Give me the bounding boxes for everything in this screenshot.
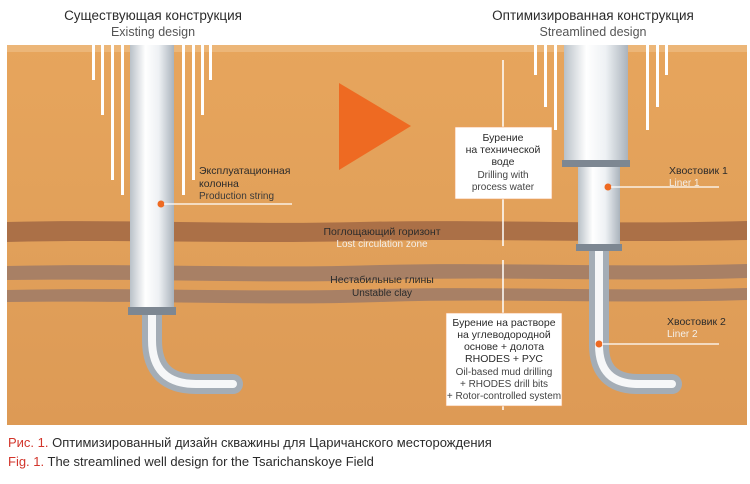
unstable-clay-label-ru: Нестабильные глины — [330, 274, 434, 286]
streamlined-design-title-en: Streamlined design — [539, 25, 647, 39]
liner2-label-ru: Хвостовик 2 — [667, 316, 726, 328]
water-box-ru-2: на технической — [466, 144, 541, 156]
existing-design-title-ru: Существующая конструкция — [64, 8, 242, 23]
unstable-clay-layer-upper — [7, 264, 747, 282]
casing-line — [554, 45, 557, 130]
string-coupling — [128, 307, 176, 315]
liner1-label-en: Liner 1 — [669, 178, 700, 189]
oil-box-en-3: + Rotor-controlled system — [447, 391, 561, 402]
unstable-clay-label-en: Unstable clay — [352, 288, 412, 299]
lost-zone-label-en: Lost circulation zone — [336, 239, 428, 250]
streamlined-design-title: Оптимизированная конструкция Streamlined… — [463, 8, 723, 40]
existing-well — [92, 45, 292, 394]
oil-box-ru-4: RHODES + РУС — [465, 353, 543, 365]
casing-coupling — [562, 160, 630, 167]
casing-line — [656, 45, 659, 107]
top-casing-pipe — [564, 45, 628, 162]
production-string-label-en: Production string — [199, 191, 274, 202]
oil-box-ru-2: на углеводородной — [457, 329, 551, 341]
liner1-coupling — [576, 244, 622, 251]
liner1-label-ru: Хвостовик 1 — [669, 165, 728, 177]
oil-box-ru-3: основе + долота — [464, 341, 544, 353]
casing-line — [121, 45, 124, 195]
oil-box-en-1: Oil-based mud drilling — [456, 367, 553, 378]
caption-en-label: Fig. 1. — [8, 454, 45, 469]
lost-circulation-zone-layer — [7, 221, 747, 242]
casing-line — [101, 45, 104, 115]
water-box-ru-3: воде — [491, 156, 514, 168]
existing-design-title-en: Existing design — [110, 25, 196, 39]
lost-zone-label-ru: Поглощающий горизонт — [324, 226, 441, 238]
casing-line — [544, 45, 547, 107]
oil-box-en-2: + RHODES drill bits — [460, 379, 548, 390]
caption-ru-text: Оптимизированный дизайн скважины для Цар… — [52, 435, 492, 450]
liner1-marker — [604, 183, 612, 191]
ground-surface — [7, 45, 747, 52]
casing-line — [192, 45, 195, 180]
production-string-label-ru-2: колонна — [199, 178, 239, 190]
oil-drilling-box: Бурение на растворе на углеводородной ос… — [445, 312, 563, 407]
oil-box-ru-1: Бурение на растворе — [452, 317, 555, 329]
water-drilling-box-bg — [454, 126, 553, 200]
existing-tail-pipe-highlight — [148, 301, 237, 388]
liner2-marker — [595, 340, 603, 348]
caption-en: Fig. 1. The streamlined well design for … — [8, 453, 374, 470]
production-string-marker — [157, 200, 165, 208]
water-box-en-2: process water — [472, 182, 535, 193]
casing-line — [665, 45, 668, 75]
water-drilling-box: Бурение на технической воде Drilling wit… — [454, 126, 553, 200]
water-box-ru-1: Бурение — [483, 132, 524, 144]
caption-ru-label: Рис. 1. — [8, 435, 49, 450]
liner2-label-en: Liner 2 — [667, 329, 698, 340]
caption-en-text: The streamlined well design for the Tsar… — [47, 454, 374, 469]
casing-line — [534, 45, 537, 75]
liner1-pipe — [578, 164, 620, 248]
casing-line — [182, 45, 185, 195]
casing-line — [92, 45, 95, 80]
production-string-pipe — [130, 45, 174, 309]
casing-line — [201, 45, 204, 115]
production-string-label-ru-1: Эксплуатационная — [199, 165, 290, 177]
casing-line — [111, 45, 114, 180]
water-box-en-1: Drilling with — [477, 170, 528, 181]
existing-design-title: Существующая конструкция Existing design — [23, 8, 283, 40]
casing-line — [646, 45, 649, 130]
caption-ru: Рис. 1. Оптимизированный дизайн скважины… — [8, 434, 492, 451]
streamlined-design-title-ru: Оптимизированная конструкция — [492, 8, 694, 23]
casing-line — [209, 45, 212, 80]
well-design-diagram: Эксплуатационная колонна Production stri… — [7, 45, 747, 425]
unstable-clay-layer-lower — [7, 288, 747, 304]
oil-drilling-box-bg — [445, 312, 563, 407]
streamlined-well — [534, 45, 719, 394]
transition-arrow — [339, 83, 411, 170]
